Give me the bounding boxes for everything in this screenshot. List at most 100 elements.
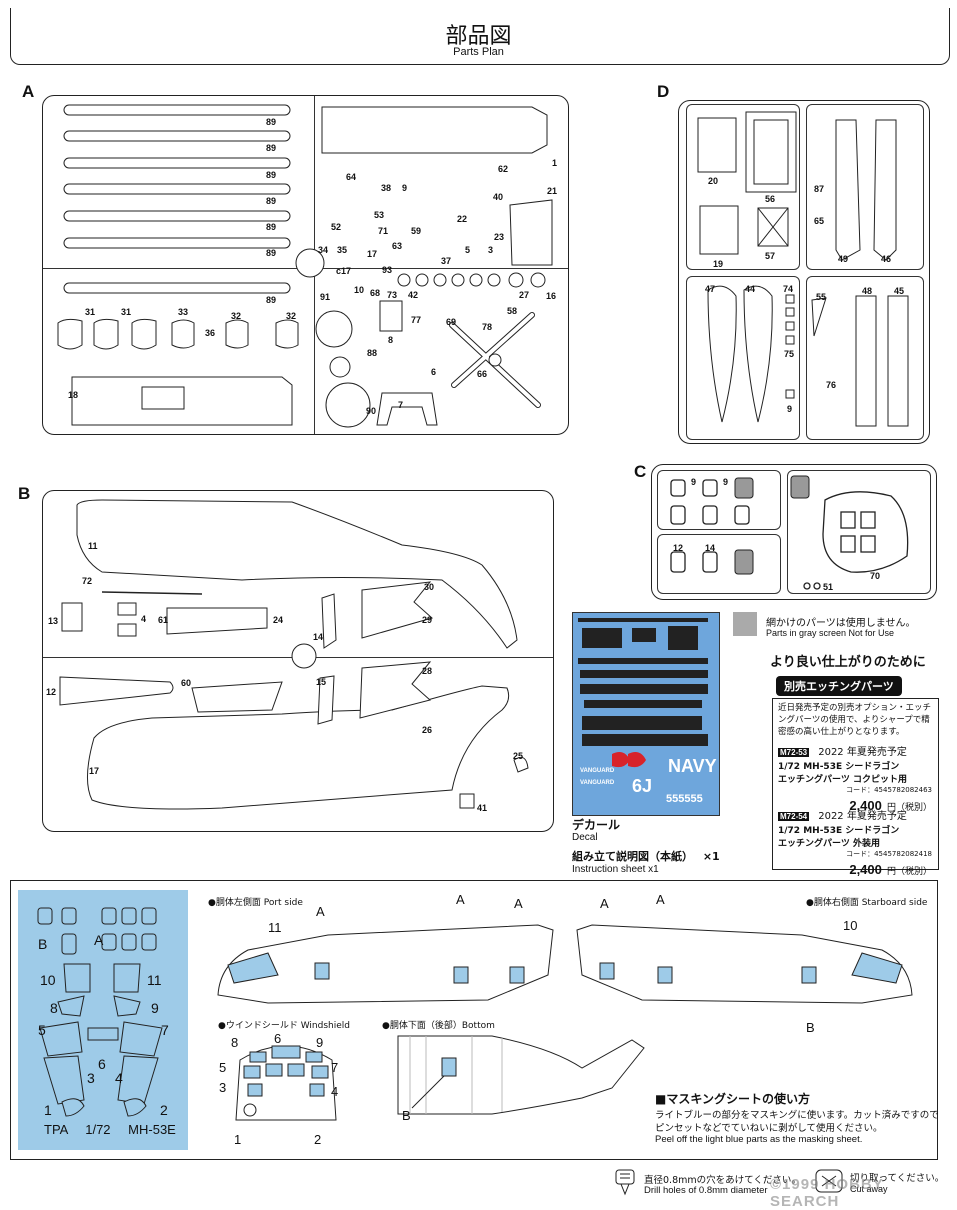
sprue-c-drawing: [670, 475, 909, 590]
mask-label: 11: [147, 972, 162, 988]
windshield-label-num: 7: [331, 1060, 339, 1075]
etching-product-1: M72-53 2022 年夏発売予定 1/72 MH-53E シードラゴン エッ…: [778, 740, 932, 814]
mask-label: 7: [161, 1022, 169, 1038]
part-number: 72: [82, 576, 93, 586]
product-release: 2022 年夏発売予定: [818, 811, 907, 822]
masking-usage-title: ■マスキングシートの使い方: [655, 1092, 810, 1106]
product-code: M72-53: [778, 748, 810, 757]
part-number: 70: [870, 571, 881, 581]
part-44: [743, 285, 773, 423]
part-number: 16: [546, 291, 557, 301]
port-label: A: [316, 904, 325, 919]
sprue-a-blade-label: 89: [266, 117, 277, 127]
port-side-drawing: [217, 924, 554, 1004]
part-number: 15: [316, 677, 327, 687]
instruction-title: 組み立て説明図（本紙） ×1: [572, 848, 720, 864]
mask-label: 4: [115, 1070, 123, 1086]
part-number: 9: [787, 404, 793, 414]
mask-label: 3: [87, 1070, 95, 1086]
gray-swatch: [733, 612, 757, 636]
part-number: 55: [816, 292, 827, 302]
masking-usage-en: Peel off the light blue parts as the mas…: [655, 1134, 863, 1145]
sprue-d-letter: D: [657, 82, 670, 101]
product-name: 1/72 MH-53E シードラゴン: [778, 826, 900, 836]
etching-badge: 別売エッチングパーツ: [776, 676, 902, 696]
windshield-label-num: 8: [231, 1035, 239, 1050]
product-code: M72-54: [778, 812, 810, 821]
part-number: 63: [392, 241, 403, 251]
part-8: [379, 300, 403, 332]
port-label: A: [514, 896, 523, 911]
part-60: [191, 681, 283, 713]
part-number: 48: [862, 286, 873, 296]
part-number: 17: [89, 766, 100, 776]
product-barcode: コード：4545782082463: [846, 786, 932, 794]
part-number: 45: [894, 286, 905, 296]
part-47: [707, 285, 737, 423]
part-number: 23: [494, 232, 505, 242]
masking-sheet: [18, 890, 188, 1150]
sprue-a-letter: A: [22, 82, 35, 101]
part-number: 60: [181, 678, 192, 688]
sheet-footer-scale: 1/72: [85, 1122, 111, 1137]
part-61: [166, 607, 268, 635]
part-number: 77: [411, 315, 422, 325]
drill-icon: [615, 1169, 635, 1196]
cut-note-en: Cut away: [850, 1184, 888, 1194]
part-number: 69: [446, 317, 457, 327]
rotor-blade-89: [63, 104, 291, 116]
sprue-d-box-3: [686, 276, 800, 440]
part-1: [321, 106, 548, 154]
rotor-blade-89: [63, 237, 291, 249]
part-number: 34: [318, 245, 329, 255]
rotor-blade-89: [63, 183, 291, 195]
product-name: 1/72 MH-53E シードラゴン: [778, 762, 900, 772]
masking-section: [10, 880, 938, 1160]
mask-label: 6: [98, 1056, 106, 1072]
part-number: 5: [465, 245, 471, 255]
part-46: [873, 119, 897, 261]
windshield-label-num: 2: [314, 1132, 322, 1147]
part-number: 91: [320, 292, 331, 302]
part-number: 52: [331, 222, 342, 232]
part-number: 87: [814, 184, 825, 194]
part-number: 33: [178, 307, 189, 317]
mask-label: 5: [38, 1022, 46, 1038]
header-box: [10, 8, 950, 65]
part-number: 76: [826, 380, 837, 390]
sprue-a-drawing: [57, 104, 553, 428]
mask-label: B: [38, 936, 48, 952]
rotor-blade-89: [63, 130, 291, 142]
part-number: 44: [745, 284, 756, 294]
part-number: 18: [68, 390, 79, 400]
sprue-c-letter: C: [634, 462, 647, 481]
masking-usage-jp2: ピンセットなどでていねいに剥がして使用ください。: [655, 1123, 883, 1134]
part-number: 24: [273, 615, 284, 625]
part-17: [86, 685, 510, 810]
part-number: 32: [286, 311, 297, 321]
gray-notice-jp: 網かけのパーツは使用しません。: [766, 618, 916, 629]
bottom-drawing: [397, 1035, 645, 1115]
sheet-footer-model: MH-53E: [128, 1122, 176, 1137]
part-number: 78: [482, 322, 493, 332]
masking-usage-jp1: ライトブルーの部分をマスキングに使います。カット済みですので: [655, 1110, 939, 1121]
part-25: [513, 756, 529, 773]
part-20: [697, 117, 737, 173]
part-55: [811, 297, 827, 337]
part-number: 88: [367, 348, 378, 358]
product-price-unit: 円（税別）: [886, 867, 932, 877]
part-88-ring: [315, 310, 353, 348]
decal-subtitle: Decal: [572, 832, 598, 843]
part-number: 36: [205, 328, 216, 338]
mask-label: 8: [50, 1000, 58, 1016]
sprue-a-blade-label: 89: [266, 196, 277, 206]
part-number: 68: [370, 288, 381, 298]
product-price-row: 2,400 円（税別）: [778, 859, 932, 878]
product-price-unit: 円（税別）: [886, 803, 932, 813]
part-number: 57: [765, 251, 776, 261]
page-subtitle: Parts Plan: [453, 46, 504, 58]
part-number: 11: [88, 541, 98, 551]
instruction-text: 組み立て説明図（本紙）: [572, 850, 693, 863]
part-number: 32: [231, 311, 242, 321]
part-number: 21: [547, 186, 558, 196]
